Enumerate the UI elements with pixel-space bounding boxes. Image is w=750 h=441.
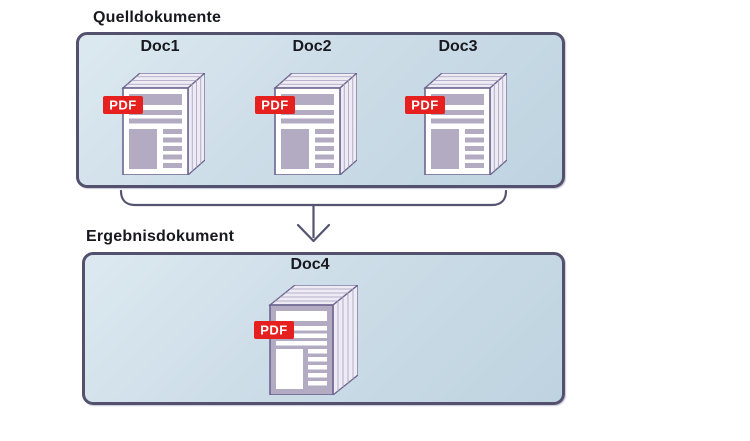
- page-content-blocks: [276, 311, 327, 389]
- pdf-badge-label: PDF: [260, 323, 288, 338]
- pdf-badge: [405, 96, 445, 114]
- pdf-badge-label: PDF: [411, 98, 439, 113]
- page-content-blocks: [129, 94, 182, 169]
- pdf-document-stack-icon: PDF: [405, 73, 507, 175]
- pdf-document-stack-icon: PDF: [255, 73, 357, 175]
- page-edge-lines: [275, 288, 354, 391]
- pdf-document-stack-icon: PDF: [103, 73, 205, 175]
- page-edge-lines: [279, 76, 354, 172]
- merge-arrow-icon: [119, 189, 508, 243]
- page-edge-lines: [127, 76, 202, 172]
- doc-label: Doc4: [290, 256, 330, 273]
- pdf-badge: [103, 96, 143, 114]
- pdf-badge-label: PDF: [109, 98, 137, 113]
- doc-right-face: [332, 285, 358, 395]
- pdf-document-stack-icon: PDF: [254, 285, 358, 395]
- pdf-badge: [254, 321, 294, 339]
- page-content-blocks: [431, 94, 484, 169]
- doc-label: Doc2: [292, 38, 332, 55]
- pdf-badge-label: PDF: [261, 98, 289, 113]
- pdf-badge: [255, 96, 295, 114]
- page-content-blocks: [281, 94, 334, 169]
- page-edge-lines: [429, 76, 504, 172]
- doc-label: Doc3: [438, 38, 478, 55]
- source-section-label: Quelldokumente: [93, 9, 222, 26]
- doc-label: Doc1: [140, 38, 180, 55]
- result-section-label: Ergebnisdokument: [86, 228, 235, 245]
